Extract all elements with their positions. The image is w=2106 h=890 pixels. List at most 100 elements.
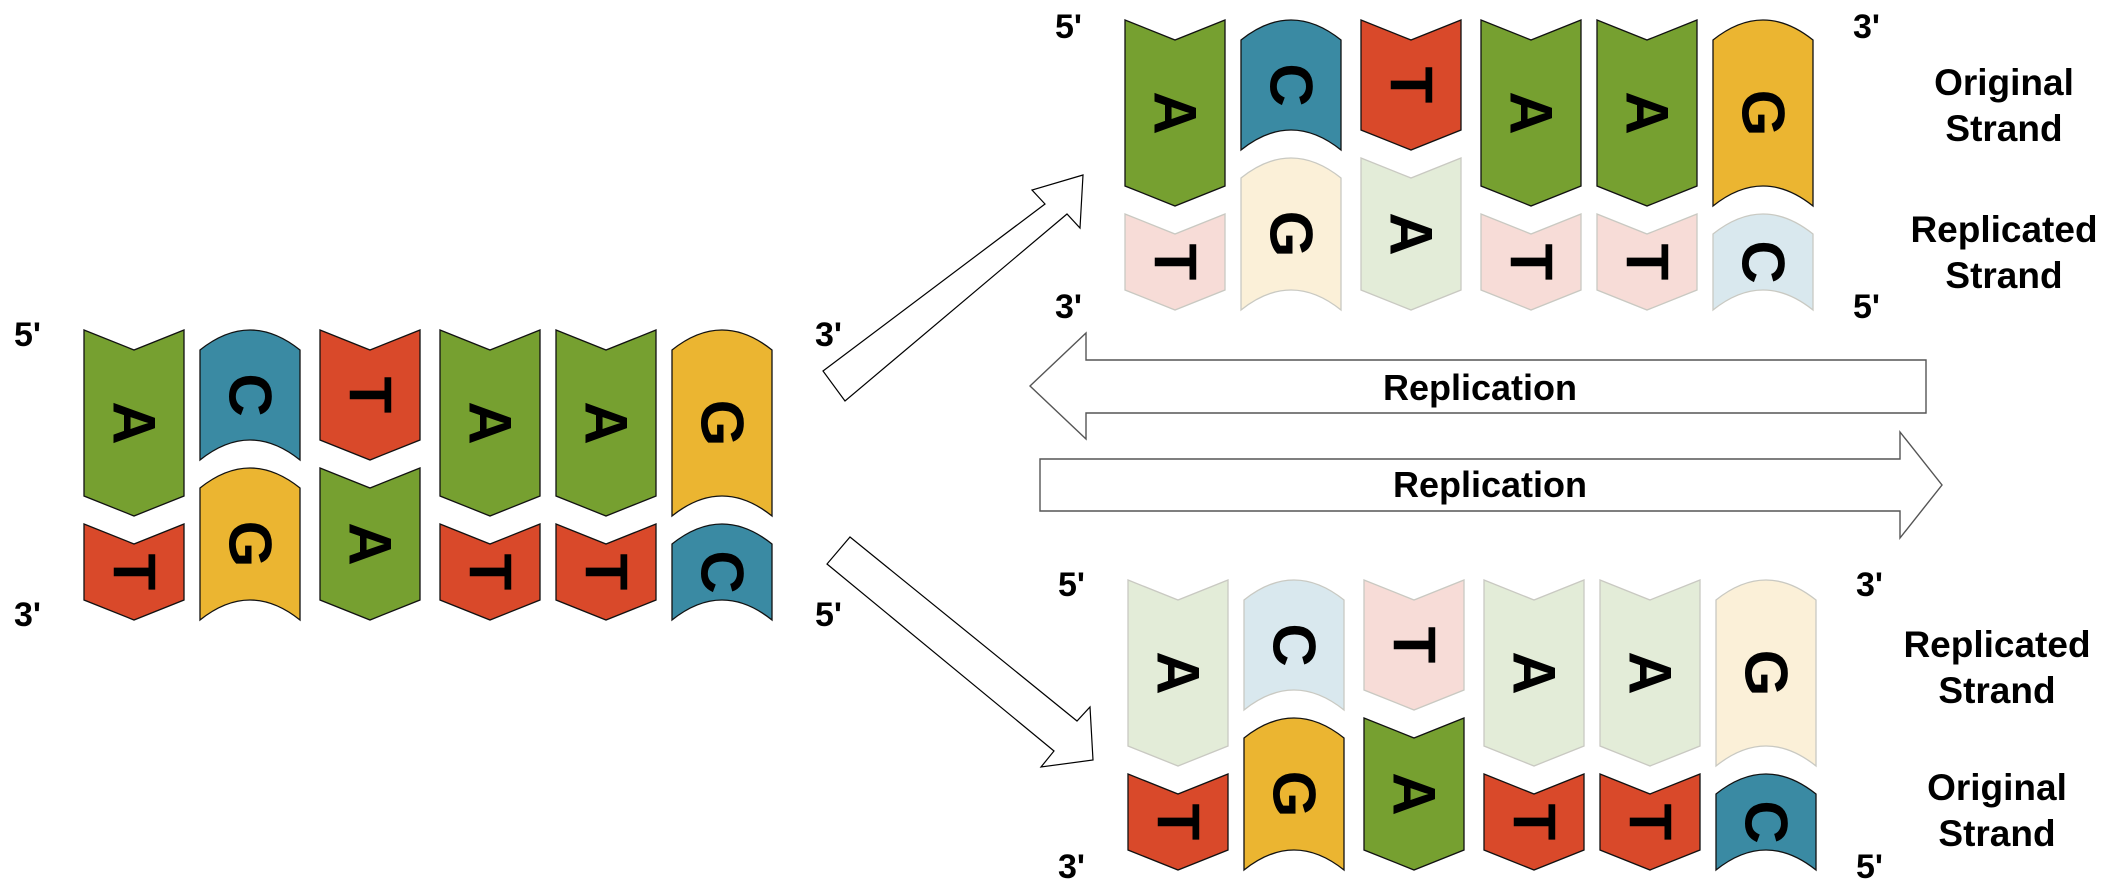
parent-top-base-3: T [319, 329, 421, 461]
nucleotide-shape [1712, 19, 1814, 208]
dtop-top-base-5: A [1596, 19, 1698, 207]
dtop-original-strand-label: Original Strand [1934, 62, 2074, 149]
nucleotide-letter-c: C [1258, 63, 1325, 106]
parent-top-base-4: A [439, 329, 541, 517]
dtop-top-base-4: A [1480, 19, 1582, 207]
parent-bottom-base-1: T [83, 523, 185, 621]
dtop-top-base-1: A [1124, 19, 1226, 207]
nucleotide-shape [1363, 579, 1465, 711]
dbot-top-base-1: A [1127, 579, 1229, 767]
nucleotide-letter-g: G [1730, 90, 1797, 137]
nucleotide-letter-t: T [1378, 67, 1445, 104]
nucleotide-shape [83, 523, 185, 621]
nucleotide-letter-a: A [457, 401, 524, 444]
nucleotide-letter-t: T [573, 554, 640, 591]
dbot-bottom-base-2: G [1243, 717, 1345, 872]
dtop-3prime-bottom-left: 3' [1055, 288, 1082, 326]
nucleotide-letter-t: T [1617, 804, 1684, 841]
nucleotide-shape [439, 329, 541, 517]
dbot-3prime-bottom-left: 3' [1058, 848, 1085, 886]
dbot-top-base-3: T [1363, 579, 1465, 711]
split-arrow-down [826, 536, 1094, 768]
nucleotide-shape [1360, 19, 1462, 151]
nucleotide-letter-t: T [1142, 244, 1209, 281]
parent-top-base-1: A [83, 329, 185, 517]
nucleotide-letter-a: A [1142, 91, 1209, 134]
dbot-replicated-strand-label: Replicated Strand [1903, 624, 2091, 711]
nucleotide-letter-c: C [217, 373, 284, 416]
nucleotide-shape [1712, 213, 1814, 312]
parent-bottom-base-5: T [555, 523, 657, 621]
parent-bottom-base-4: T [439, 523, 541, 621]
nucleotide-shape [1360, 157, 1462, 311]
parent-5prime-top-left: 5' [14, 316, 41, 354]
nucleotide-shape [555, 329, 657, 517]
nucleotide-letter-a: A [1378, 212, 1445, 255]
dbot-bottom-base-1: T [1127, 773, 1229, 871]
nucleotide-shape [439, 523, 541, 621]
nucleotide-letter-a: A [1501, 651, 1568, 694]
nucleotide-letter-a: A [337, 522, 404, 565]
nucleotide-letter-a: A [1381, 772, 1448, 815]
dtop-bottom-base-6: C [1712, 213, 1814, 312]
nucleotide-shape [1483, 773, 1585, 871]
nucleotide-shape [1596, 213, 1698, 311]
dbot-top-base-2: C [1243, 579, 1345, 712]
dtop-top-base-3: T [1360, 19, 1462, 151]
parent-3prime-bottom-left: 3' [14, 596, 41, 634]
nucleotide-shape [671, 329, 773, 518]
nucleotide-shape [1483, 579, 1585, 767]
split-arrow-up [822, 174, 1084, 402]
replication-arrow-right: Replication [1039, 429, 1943, 541]
dtop-bottom-base-5: T [1596, 213, 1698, 311]
dtop-bottom-base-3: A [1360, 157, 1462, 311]
nucleotide-letter-a: A [1617, 651, 1684, 694]
parent-top-base-6: G [671, 329, 773, 518]
dbot-bottom-base-3: A [1363, 717, 1465, 871]
dbot-top-base-6: G [1715, 579, 1817, 768]
nucleotide-letter-t: T [1614, 244, 1681, 281]
nucleotide-letter-t: T [337, 377, 404, 414]
nucleotide-letter-c: C [1733, 800, 1800, 843]
nucleotide-letter-a: A [1614, 91, 1681, 134]
nucleotide-shape [1480, 19, 1582, 207]
nucleotide-letter-t: T [101, 554, 168, 591]
nucleotide-letter-g: G [1261, 771, 1328, 818]
dtop-3prime-top-right: 3' [1853, 8, 1880, 46]
parent-top-base-2: C [199, 329, 301, 462]
nucleotide-shape [1240, 19, 1342, 152]
nucleotide-letter-t: T [1381, 627, 1448, 664]
nucleotide-letter-a: A [101, 401, 168, 444]
nucleotide-shape [1124, 19, 1226, 207]
dbot-bottom-base-5: T [1599, 773, 1701, 871]
nucleotide-shape [1363, 717, 1465, 871]
nucleotide-shape [1715, 579, 1817, 768]
dbot-bottom-base-4: T [1483, 773, 1585, 871]
nucleotide-shape [1240, 157, 1342, 312]
dbot-top-base-5: A [1599, 579, 1701, 767]
nucleotide-letter-t: T [457, 554, 524, 591]
nucleotide-letter-t: T [1501, 804, 1568, 841]
dbot-top-base-4: A [1483, 579, 1585, 767]
dtop-5prime-top-left: 5' [1055, 8, 1082, 46]
nucleotide-shape [1599, 773, 1701, 871]
parent-bottom-base-3: A [319, 467, 421, 621]
nucleotide-shape [199, 329, 301, 462]
replication-label-right: Replication [1393, 464, 1587, 505]
parent-bottom-base-6: C [671, 523, 773, 622]
nucleotide-shape [83, 329, 185, 517]
nucleotide-shape [199, 467, 301, 622]
dtop-bottom-base-1: T [1124, 213, 1226, 311]
nucleotide-shape [1127, 579, 1229, 767]
parent-3prime-top-right: 3' [815, 316, 842, 354]
nucleotide-shape [319, 467, 421, 621]
nucleotide-shape [1596, 19, 1698, 207]
nucleotide-shape [1243, 579, 1345, 712]
nucleotide-shape [1715, 773, 1817, 872]
dtop-bottom-base-4: T [1480, 213, 1582, 311]
nucleotide-shape [1124, 213, 1226, 311]
nucleotide-letter-g: G [1733, 650, 1800, 697]
